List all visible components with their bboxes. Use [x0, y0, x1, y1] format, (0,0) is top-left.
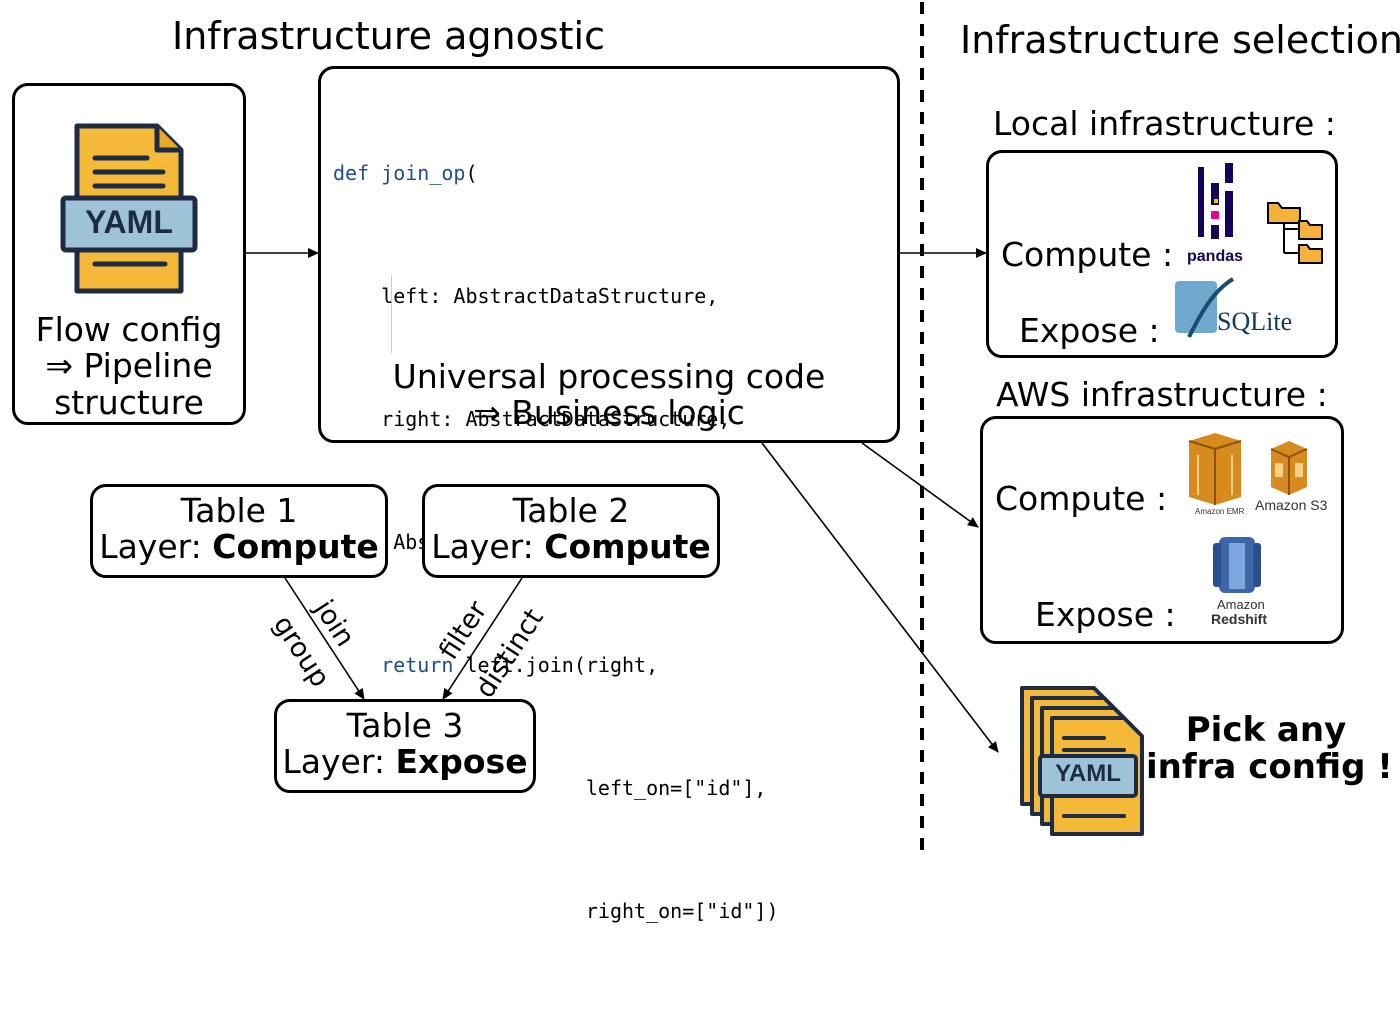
- flow-config-card: YAML Flow config ⇒ Pipeline structure: [12, 83, 246, 425]
- pick-any-text: Pick any infra config !: [1146, 710, 1393, 788]
- table1-layer-row: Layer: Compute: [93, 529, 385, 565]
- code-line-3: right: AbstractDataStructure,: [333, 407, 731, 431]
- table3-layer-row: Layer: Expose: [277, 744, 533, 780]
- connectors-layer: [246, 2, 999, 850]
- table3-name: Table 3: [346, 706, 464, 745]
- code-caption: Universal processing code ⇒ Business log…: [321, 357, 897, 433]
- aws-infra-title: AWS infrastructure :: [996, 375, 1328, 414]
- table2-layer-row: Layer: Compute: [425, 529, 717, 565]
- amazon-emr-label: Amazon EMR: [1195, 507, 1245, 516]
- yaml-stack-icon: [1020, 686, 1144, 836]
- code-caption-line1: Universal processing code: [392, 357, 826, 396]
- table1-layer: Compute: [212, 527, 379, 567]
- local-compute-label: Compute :: [1001, 235, 1174, 274]
- flow-config-text: Flow config ⇒ Pipeline structure: [15, 310, 243, 422]
- code-line-6: left_on=["id"],: [333, 776, 767, 800]
- pick-any-line1: Pick any: [1185, 710, 1347, 750]
- local-infra-card: Compute : Expose : pandas SQLite: [986, 150, 1338, 358]
- amazon-redshift-label-top: Amazon: [1217, 597, 1265, 612]
- yaml-file-icon: [60, 123, 198, 294]
- aws-service-icons: [1188, 433, 1308, 593]
- right-section-header: Infrastructure selection: [960, 18, 1400, 62]
- code-line-1: def join_op(: [333, 161, 478, 185]
- amazon-redshift-icon: [1213, 537, 1261, 593]
- amazon-s3-icon: [1270, 441, 1308, 495]
- sqlite-logo-icon: [1175, 277, 1235, 338]
- code-indent-guide: [391, 275, 392, 353]
- left-section-header: Infrastructure agnostic: [172, 14, 605, 58]
- table2-node: Table 2 Layer: Compute: [422, 484, 720, 578]
- local-expose-label: Expose :: [1019, 311, 1160, 350]
- yaml-badge-label: YAML: [85, 204, 173, 240]
- table1-name: Table 1: [180, 491, 298, 530]
- table1-label: Table 1 Layer: Compute: [93, 491, 385, 566]
- pick-any-line2: infra config !: [1146, 747, 1393, 788]
- arrow-table1-to-table3: [284, 577, 365, 700]
- table2-name: Table 2: [512, 491, 630, 530]
- table3-layer-prefix: Layer:: [282, 742, 385, 782]
- pandas-logo-text: pandas: [1187, 248, 1244, 265]
- sqlite-logo-text: SQLite: [1217, 307, 1293, 336]
- table3-layer: Expose: [395, 742, 528, 782]
- pandas-logo-icon: [1198, 163, 1233, 239]
- flow-config-line3: structure: [54, 382, 204, 422]
- aws-expose-label: Expose :: [1035, 595, 1176, 634]
- table3-node: Table 3 Layer: Expose: [274, 699, 536, 793]
- amazon-emr-icon: [1188, 433, 1242, 505]
- folder-tree-icon: [1267, 202, 1323, 264]
- code-line-2: left: AbstractDataStructure,: [333, 284, 719, 308]
- code-caption-line2: ⇒ Business logic: [473, 393, 745, 433]
- yaml-stack-badge-label: YAML: [1055, 760, 1121, 787]
- aws-infra-card: Compute : Expose : Amazon EMR Amazon S3 …: [980, 416, 1344, 644]
- table3-label: Table 3 Layer: Expose: [277, 706, 533, 781]
- aws-compute-label: Compute :: [995, 479, 1168, 518]
- table2-layer: Compute: [544, 527, 711, 567]
- arrow-code-to-pick: [761, 442, 999, 753]
- arrow-table2-to-table3: [442, 577, 523, 700]
- table2-layer-prefix: Layer:: [431, 527, 534, 567]
- arrow-code-to-aws: [861, 442, 979, 528]
- table1-node: Table 1 Layer: Compute: [90, 484, 388, 578]
- table1-layer-prefix: Layer:: [99, 527, 202, 567]
- flow-config-line2: ⇒ Pipeline: [45, 346, 213, 386]
- table2-label: Table 2 Layer: Compute: [425, 491, 717, 566]
- code-line-7: right_on=["id"]): [333, 899, 779, 923]
- amazon-s3-label: Amazon S3: [1255, 497, 1328, 513]
- local-infra-title: Local infrastructure :: [993, 104, 1336, 143]
- code-line-5: return left.join(right,: [381, 653, 659, 677]
- amazon-redshift-label-bottom: Redshift: [1211, 611, 1267, 627]
- flow-config-line1: Flow config: [35, 310, 223, 349]
